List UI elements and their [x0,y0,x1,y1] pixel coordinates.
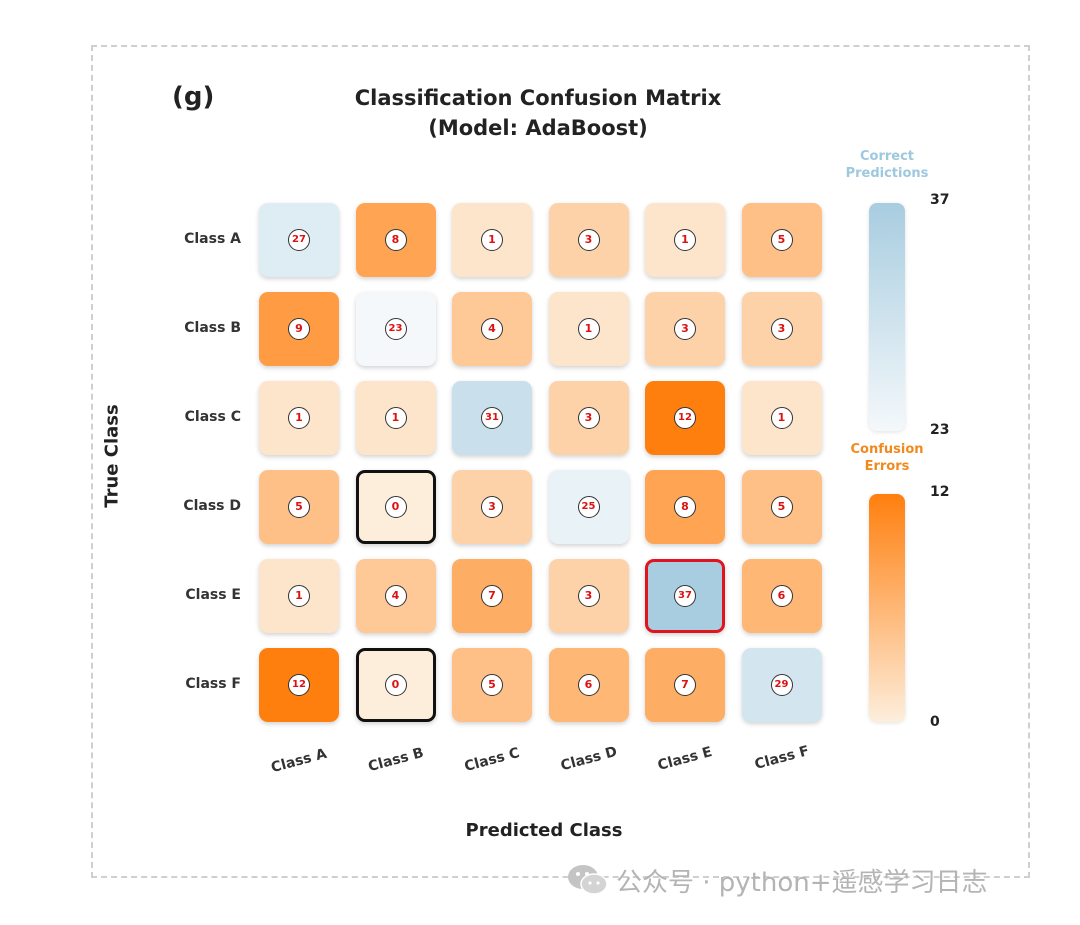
matrix-cell: 3 [548,203,629,277]
matrix-cell: 25 [548,470,629,544]
cell-value: 3 [481,496,503,518]
row-label: Class F [185,676,241,692]
cell-value: 0 [384,496,407,518]
cell-value: 8 [674,496,696,518]
matrix-cell: 9 [259,292,339,366]
matrix-cell: 3 [741,292,822,366]
cell-value: 37 [674,585,696,607]
cell-value: 5 [481,674,503,696]
cell-value: 8 [384,229,407,251]
cell-value: 1 [384,407,407,429]
matrix-cell: 6 [548,648,629,722]
matrix-cell: 1 [645,203,725,277]
matrix-cell: 1 [452,203,532,277]
matrix-cell: 1 [259,559,339,633]
matrix-cell: 4 [452,292,532,366]
matrix-cell: 1 [741,381,822,455]
cell-value: 27 [288,229,310,251]
colorbar-correct-min: 23 [930,422,950,438]
matrix-cell: 1 [259,381,339,455]
matrix-cell: 5 [741,470,822,544]
matrix-cell: 8 [355,203,436,277]
figure-frame [91,45,1030,878]
colorbar-correct [869,203,905,431]
matrix-cell: 1 [355,381,436,455]
cell-value: 12 [288,674,310,696]
cell-value: 4 [481,318,503,340]
matrix-cell: 3 [548,381,629,455]
row-label: Class A [184,231,241,247]
colorbar-error-title: Confusion Errors [850,442,924,474]
cell-value: 3 [577,585,600,607]
x-axis-label: Predicted Class [465,820,623,841]
matrix-cell: 7 [452,559,532,633]
cell-value: 5 [770,496,793,518]
row-label: Class D [183,498,241,514]
cell-value: 3 [770,318,793,340]
cell-value: 4 [384,585,407,607]
watermark-text: 公众号 · python+遥感学习日志 [616,868,988,898]
row-label: Class B [184,320,241,336]
chart-title: Classification Confusion Matrix [354,86,722,110]
matrix-cell: 3 [548,559,629,633]
cell-value: 1 [770,407,793,429]
matrix-cell: 5 [741,203,822,277]
cell-value: 6 [770,585,793,607]
cell-value: 5 [288,496,310,518]
cell-value: 5 [770,229,793,251]
matrix-cell: 4 [355,559,436,633]
matrix-cell: 5 [259,470,339,544]
chart-subtitle: (Model: AdaBoost) [428,116,648,140]
matrix-cell: 3 [452,470,532,544]
matrix-cell: 3 [645,292,725,366]
matrix-cell: 23 [355,292,436,366]
matrix-cell: 0 [355,470,436,544]
matrix-cell: 12 [259,648,339,722]
cell-value: 3 [577,407,600,429]
matrix-cell: 37 [645,559,725,633]
matrix-cell: 5 [452,648,532,722]
colorbar-correct-max: 37 [930,192,950,208]
cell-value: 23 [384,318,407,340]
matrix-cell: 12 [645,381,725,455]
y-axis-label: True Class [101,404,123,508]
cell-value: 1 [481,229,503,251]
cell-value: 3 [577,229,600,251]
matrix-cell: 1 [548,292,629,366]
colorbar-correct-title: Correct Predictions [845,149,929,181]
cell-value: 1 [288,407,310,429]
cell-value: 7 [674,674,696,696]
cell-value: 25 [577,496,600,518]
row-label: Class C [184,409,241,425]
matrix-cell: 31 [452,381,532,455]
matrix-cell: 8 [645,470,725,544]
cell-value: 1 [288,585,310,607]
cell-value: 1 [577,318,600,340]
cell-value: 29 [770,674,793,696]
colorbar-error [869,494,905,722]
cell-value: 6 [577,674,600,696]
matrix-cell: 29 [741,648,822,722]
matrix-cell: 27 [259,203,339,277]
cell-value: 3 [674,318,696,340]
panel-label: (g) [172,82,215,112]
matrix-cell: 6 [741,559,822,633]
colorbar-error-min: 0 [930,714,940,730]
row-label: Class E [185,587,241,603]
matrix-cell: 0 [355,648,436,722]
cell-value: 12 [674,407,696,429]
wechat-icon [568,865,608,895]
cell-value: 31 [481,407,503,429]
cell-value: 7 [481,585,503,607]
matrix-cell: 7 [645,648,725,722]
colorbar-error-max: 12 [930,484,950,500]
cell-value: 1 [674,229,696,251]
cell-value: 9 [288,318,310,340]
cell-value: 0 [384,674,407,696]
